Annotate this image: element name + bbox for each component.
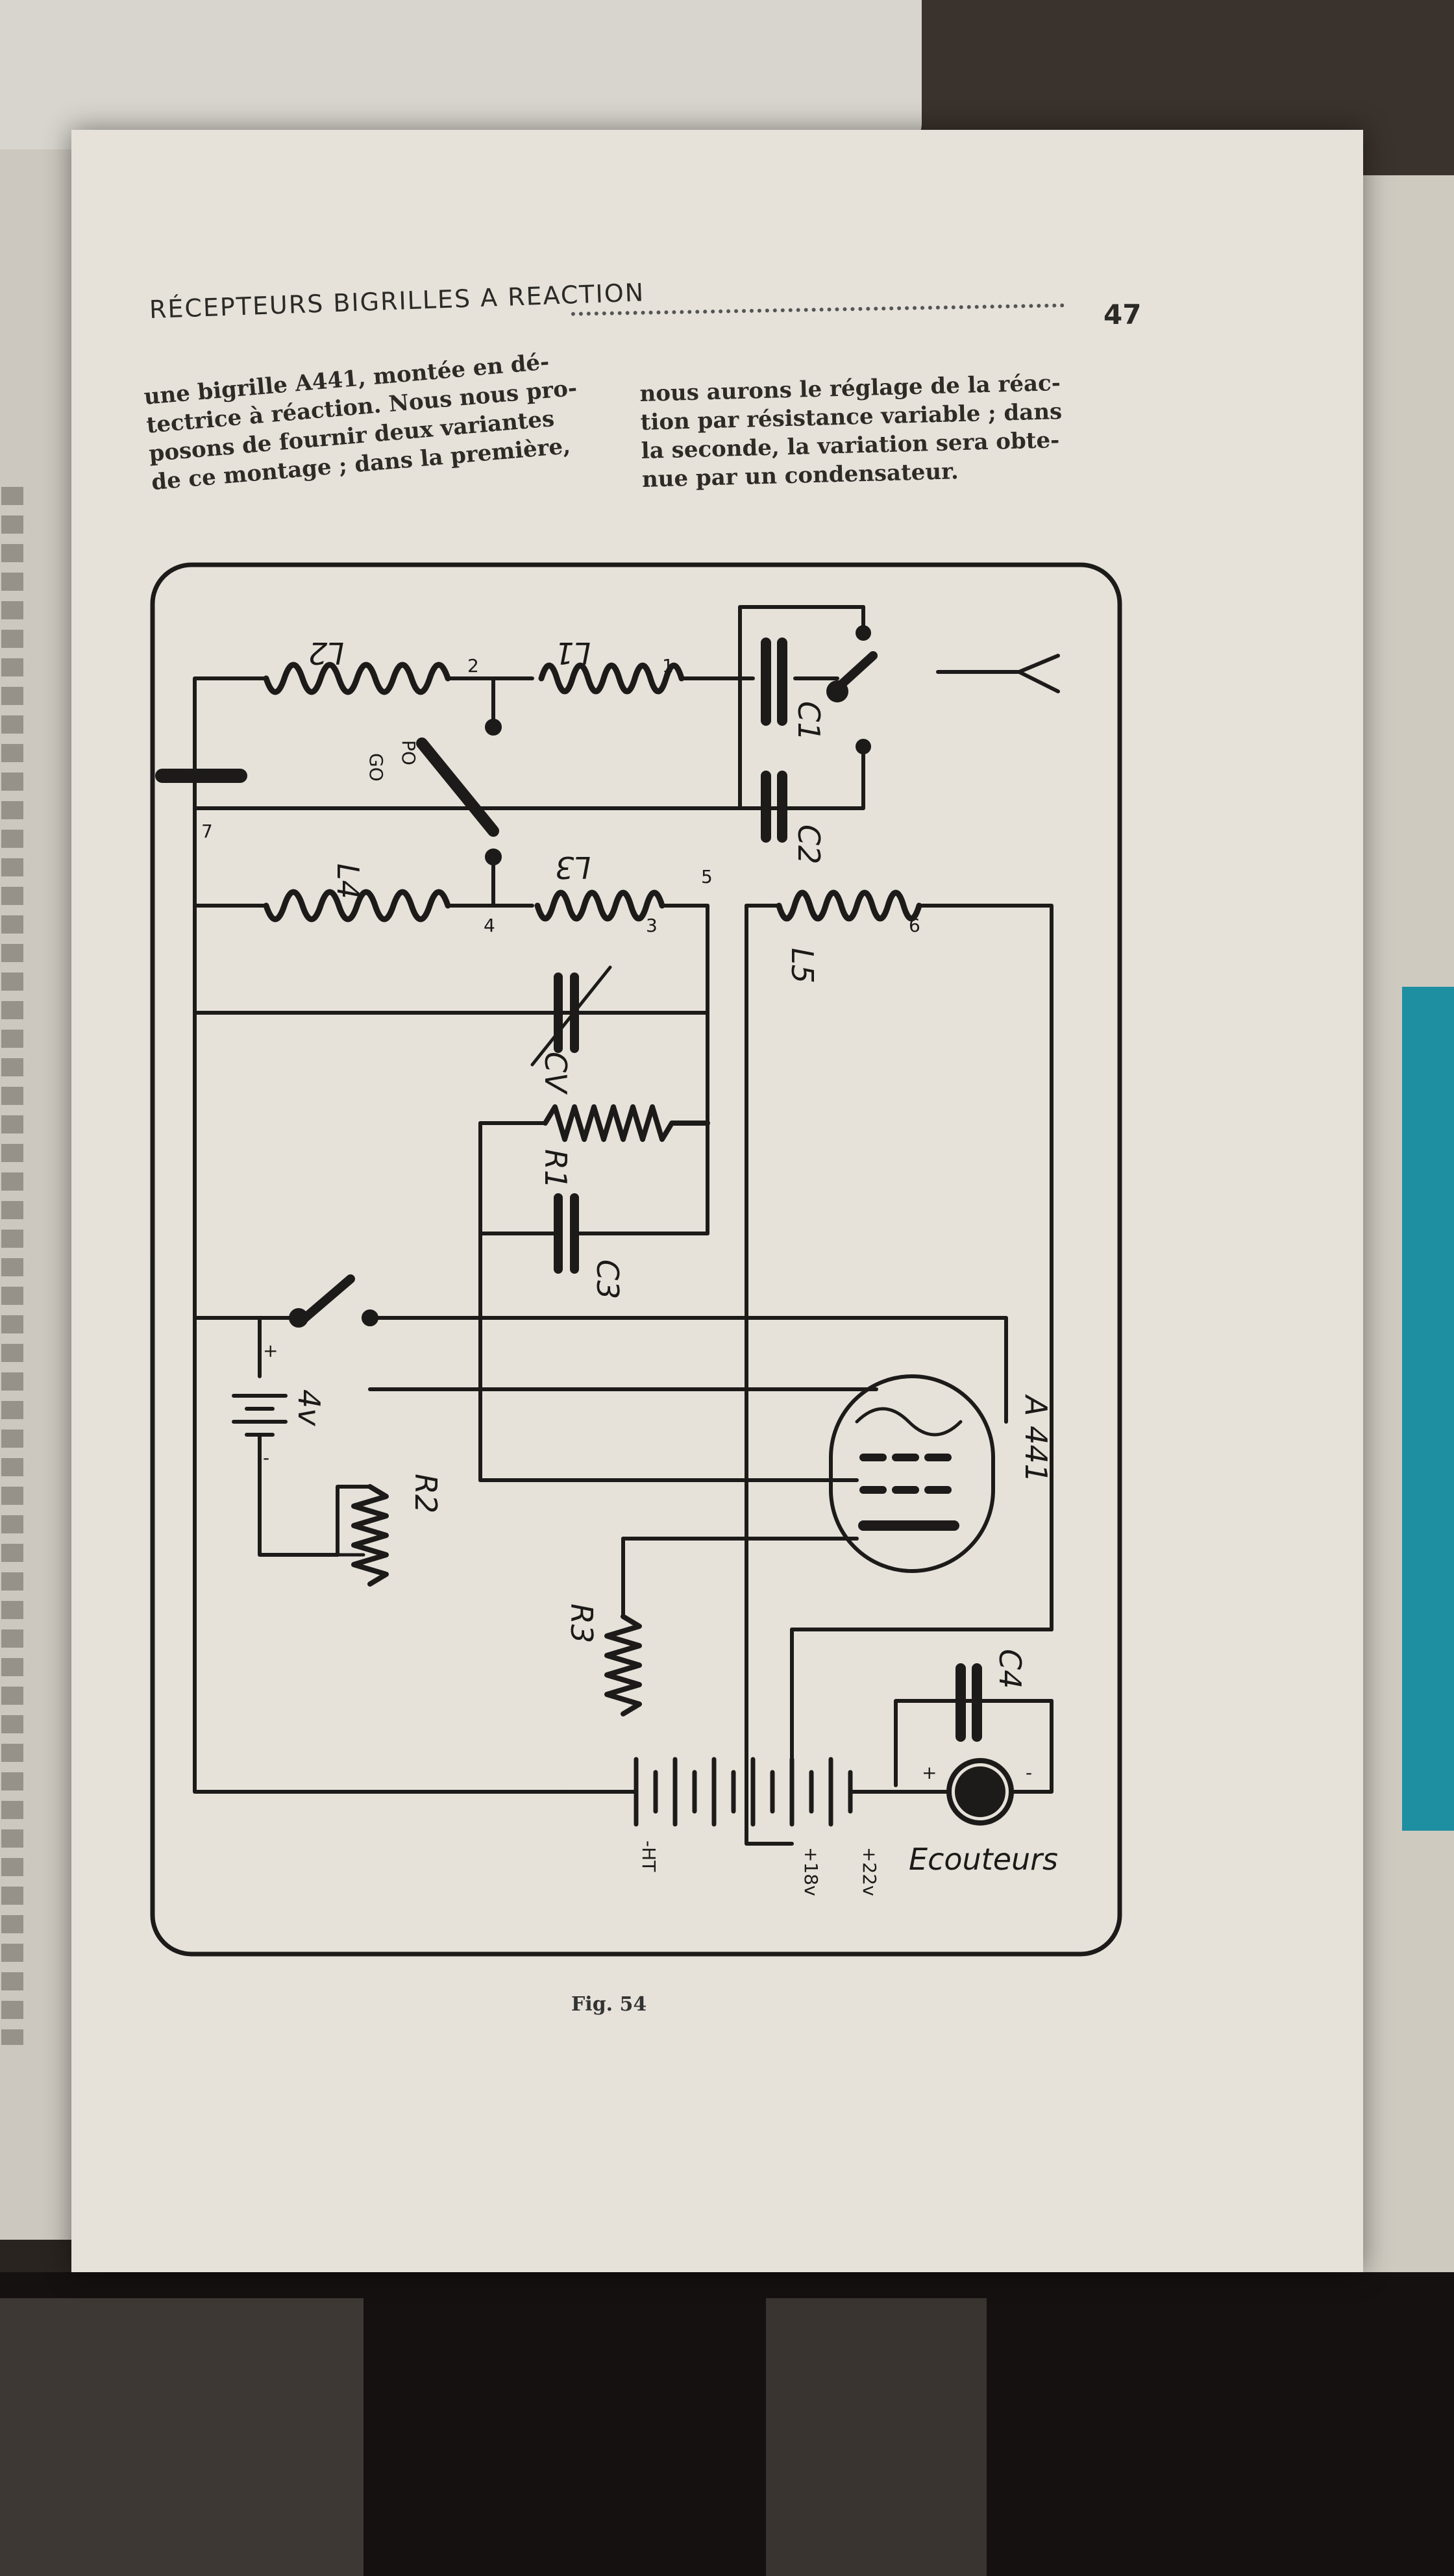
ground-return-wire xyxy=(193,676,567,1794)
label-l2: L2 xyxy=(308,636,344,671)
label-plus18: +18v xyxy=(800,1847,822,1896)
node-4: 4 xyxy=(484,915,495,936)
label-batt-minus: - xyxy=(263,1447,269,1468)
l2-coil xyxy=(263,662,451,695)
tube-a441-envelope xyxy=(829,1374,995,1573)
left-page xyxy=(0,149,75,2240)
label-cv: CV xyxy=(538,1052,573,1095)
node-7: 7 xyxy=(201,821,213,842)
label-tube: A 441 xyxy=(1018,1394,1054,1483)
filament-switch xyxy=(301,1274,355,1322)
label-4v: 4v xyxy=(291,1389,327,1426)
label-r1: R1 xyxy=(538,1149,573,1189)
po-go-switch-blade xyxy=(416,737,499,837)
label-l4: L4 xyxy=(330,863,365,899)
label-plus22: +22v xyxy=(859,1847,880,1896)
l3-coil xyxy=(534,889,665,922)
cv-arrow xyxy=(530,965,612,1067)
node-6: 6 xyxy=(909,915,920,936)
label-phones-plus: + xyxy=(922,1762,937,1783)
floor-left xyxy=(0,2298,364,2576)
label-batt-plus: + xyxy=(263,1340,278,1361)
label-r2: R2 xyxy=(408,1474,443,1513)
figure-caption: Fig. 54 xyxy=(571,1993,647,2016)
label-go: GO xyxy=(365,753,387,782)
l1-coil xyxy=(538,662,685,695)
floor-middle xyxy=(766,2298,987,2576)
c4-capacitor xyxy=(955,1663,982,1742)
label-po: PO xyxy=(398,740,419,765)
schematic-labels: L1 L2 L3 L4 L5 C1 C2 C3 C4 CV R1 R2 R3 P… xyxy=(201,636,1058,1896)
l4-coil xyxy=(263,889,451,923)
node-5: 5 xyxy=(701,866,713,887)
node-1: 1 xyxy=(662,655,674,676)
c1-capacitor xyxy=(761,638,787,726)
r3-resistor xyxy=(604,1614,642,1716)
label-c1: C1 xyxy=(791,701,826,741)
circuit-schematic: L1 L2 L3 L4 L5 C1 C2 C3 C4 CV R1 R2 R3 P… xyxy=(150,562,1122,1957)
label-r3: R3 xyxy=(564,1604,599,1643)
previous-sheet xyxy=(0,0,922,149)
label-c3: C3 xyxy=(590,1259,625,1299)
label-l5: L5 xyxy=(785,948,820,984)
c2-capacitor xyxy=(761,771,787,843)
page-number: 47 xyxy=(1103,299,1142,330)
r2-resistor xyxy=(351,1484,389,1587)
figure-frame xyxy=(150,562,1122,1957)
label-l3: L3 xyxy=(555,850,591,885)
tube-filament xyxy=(855,1407,963,1437)
node-3: 3 xyxy=(646,915,658,936)
left-page-text xyxy=(1,487,23,2045)
node-2: 2 xyxy=(467,655,479,676)
label-c2: C2 xyxy=(791,824,826,864)
antenna-symbol xyxy=(936,654,1060,693)
text-column-right: nous aurons le réglage de la réac- tion … xyxy=(639,369,1064,494)
book-page xyxy=(71,130,1363,2272)
blue-cover-right xyxy=(1402,987,1454,1831)
label-c4: C4 xyxy=(992,1649,1028,1689)
r1-resistor xyxy=(543,1104,710,1142)
label-phones-minus: - xyxy=(1026,1762,1032,1783)
label-ecouteurs: Ecouteurs xyxy=(909,1842,1058,1877)
battery-4v xyxy=(232,1316,288,1437)
c3-capacitor xyxy=(554,1193,579,1274)
label-l1: L1 xyxy=(555,636,591,671)
l5-coil xyxy=(776,889,922,922)
plate-wire xyxy=(952,904,1054,1631)
label-minus-ht: -HT xyxy=(638,1840,659,1872)
ht-battery xyxy=(634,1757,853,1827)
